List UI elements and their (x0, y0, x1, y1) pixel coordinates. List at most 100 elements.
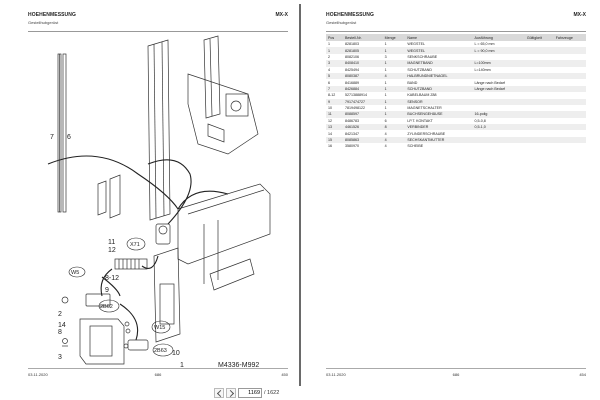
cell-name: SCHUTZBAND (407, 67, 432, 72)
cell-quantity: 4 (384, 144, 387, 149)
cell-vehicles (554, 143, 586, 149)
cell-quantity: 1 (382, 85, 406, 93)
page-navigation: / 1622 (214, 387, 279, 399)
right-page: HOEHENMESSUNG Gestellhubgerüst MX-X Pos … (306, 4, 592, 386)
cell-vehicles (553, 85, 586, 93)
viewer-toolbar: / 1622 (0, 386, 600, 400)
cell-part-number: 4461526 (343, 124, 383, 131)
cell-name: HALBRUNDNIETNAGEL (405, 72, 473, 80)
cell-vehicles (553, 72, 586, 80)
left-footer-date: 03.11.2020 (28, 372, 48, 377)
cell-pos: 6 (328, 80, 330, 85)
cell-version: Länge nach Bedarf (472, 85, 525, 93)
cell-quantity: 1 (384, 93, 387, 98)
right-page-header: HOEHENMESSUNG Gestellhubgerüst MX-X (326, 10, 586, 32)
cell-name: SENSOR (405, 98, 473, 105)
mast-column (147, 39, 171, 221)
cell-part-number: 8088597 (343, 111, 383, 118)
cell-pos: 9 (326, 98, 344, 105)
switch-plate (79, 318, 125, 365)
cell-pos: 1 (328, 42, 330, 47)
col-version: Ausführung (472, 34, 525, 41)
page-number-input[interactable] (238, 388, 262, 398)
cell-quantity: 4 (382, 72, 406, 80)
cell-part-number: 8426884 (343, 85, 383, 93)
left-header-subtitle: Gestellhubgerüst (28, 20, 59, 25)
cell-name: SCHUTZBAND (405, 85, 473, 93)
left-footer-middle: 686 (154, 372, 162, 377)
right-footer-date: 03.11.2020 (326, 372, 346, 377)
cell-quantity: 8 (382, 124, 406, 131)
cell-version: 0,5-0,8 (474, 118, 486, 123)
callout-W15: W15 (154, 325, 165, 331)
cell-part-number: 7917474727 (343, 98, 383, 105)
page-divider (299, 4, 301, 386)
callout-8: 8 (58, 329, 62, 336)
left-page: HOEHENMESSUNG Gestellhubgerüst MX-X (8, 4, 294, 386)
callout-2B63: 2B63 (154, 348, 167, 354)
magnet-switch (127, 339, 149, 351)
cell-version: Länge nach Bedarf (474, 80, 505, 85)
cell-name: SENKSCHRAUBE (407, 54, 438, 59)
next-page-icon[interactable] (226, 388, 236, 398)
cell-quantity: 1 (382, 60, 406, 67)
cell-pos: 3 (326, 60, 344, 67)
cell-name: KABELBAUM Z88 (407, 93, 437, 98)
cell-pos: 10 (328, 106, 332, 111)
frame-lower (177, 183, 271, 265)
col-name: Name (405, 34, 473, 41)
cell-quantity: 1 (384, 42, 387, 47)
cell-quantity: 4 (384, 131, 387, 136)
parts-table-header: Pos Bestell-Nr. Menge Name Ausführung Gü… (326, 34, 586, 41)
cell-name: WEGSTEL (407, 42, 425, 47)
cell-validity (524, 72, 554, 80)
callout-10: 10 (172, 350, 180, 357)
cell-pos: 4 (328, 67, 330, 72)
cell-part-number: 8421347 (345, 131, 360, 136)
cell-name: ZYLINDERSCHRAUBE (407, 131, 446, 136)
cell-vehicles (553, 60, 586, 67)
cell-validity (524, 124, 554, 131)
cell-pos: 13 (326, 124, 344, 131)
callout-9: 9 (105, 287, 109, 294)
right-page-footer: 03.11.2020 686 454 (326, 368, 586, 378)
callout-6: 6 (67, 134, 71, 141)
col-quantity: Menge (382, 34, 406, 41)
cell-validity (524, 111, 554, 118)
exploded-parts-drawing: 7 6 11 12 8-12 9 14 8 3 10 2 1 L (47, 35, 271, 369)
left-footer-page: 450 (281, 372, 288, 377)
cell-version: L=140mm (474, 67, 491, 72)
cell-version (472, 98, 525, 105)
cell-version (472, 136, 525, 144)
cell-pos: 7 (326, 85, 344, 93)
cell-name: MAGNETSCHALTER (407, 106, 442, 111)
callout-14: 14 (58, 322, 66, 329)
profile-6 (62, 53, 67, 213)
cell-quantity: 1 (382, 98, 406, 105)
prev-page-icon[interactable] (214, 388, 224, 398)
cell-name: BUCHSENGEHÄUSE (405, 111, 473, 118)
cell-name: VERBINDER (405, 124, 473, 131)
cable-harness (47, 155, 179, 210)
callout-W5: W5 (71, 270, 79, 276)
cell-part-number: 7819498122 (345, 106, 366, 111)
left-header-code: MX-X (275, 12, 289, 18)
cell-part-number: 52713888914 (345, 93, 368, 98)
col-validity: Gültigkeit (524, 34, 554, 41)
cell-validity (524, 136, 554, 144)
cell-quantity: 3 (384, 54, 387, 59)
cell-part-number: 8486783 (345, 118, 360, 123)
cell-validity (525, 143, 554, 149)
right-header-subtitle: Gestellhubgerüst (326, 20, 357, 25)
